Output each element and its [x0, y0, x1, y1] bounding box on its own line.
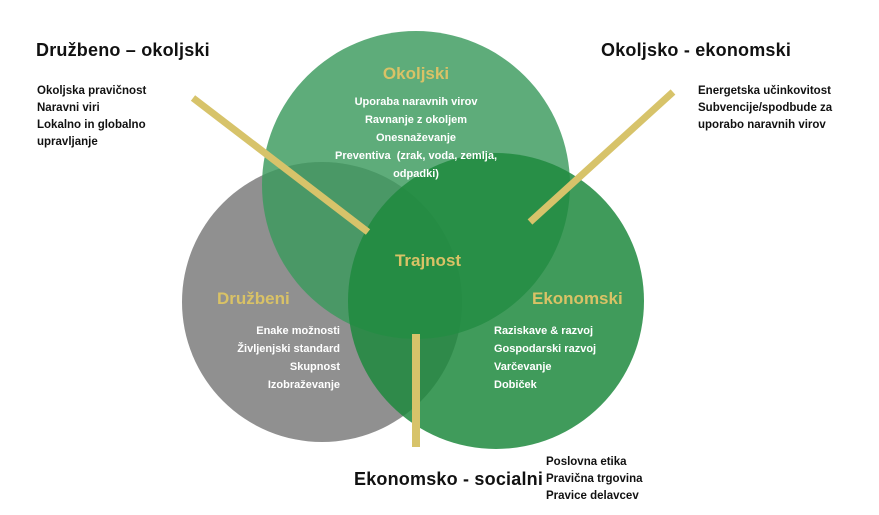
economic-circle [348, 153, 644, 449]
economic-item: Raziskave & razvoj [494, 325, 594, 337]
economic-title: Ekonomski [532, 289, 623, 308]
economic-item: Varčevanje [494, 361, 552, 373]
social-environmental-title: Družbeno – okoljski [36, 40, 210, 60]
economic-item: Gospodarski razvoj [494, 343, 597, 355]
environmental-list: Uporaba naravnih virov Ravnanje z okolje… [306, 93, 526, 183]
environmental-economic-item: Subvencije/spodbude za [698, 102, 833, 114]
social-item: Enake možnosti [256, 325, 340, 337]
social-item: Skupnost [289, 361, 340, 373]
social-environmental-item: Naravni viri [37, 102, 100, 114]
economic-social-item: Pravice delavcev [546, 490, 639, 502]
social-environmental-item: Okoljska pravičnost [37, 85, 147, 97]
social-environmental-item: Lokalno in globalno [37, 119, 146, 131]
social-environmental-list: Okoljska pravičnost Naravni viri Lokalno… [37, 83, 146, 151]
center-title: Trajnost [394, 251, 462, 270]
social-title: Družbeni [217, 289, 290, 308]
social-list: Enake možnosti Življenjski standard Skup… [200, 322, 340, 394]
economic-social-item: Poslovna etika [546, 456, 627, 468]
connector-social-environmental [190, 95, 371, 235]
economic-item: Dobiček [494, 379, 537, 391]
social-item: Življenjski standard [237, 343, 340, 355]
economic-social-title: Ekonomsko - socialni [354, 469, 544, 489]
environmental-economic-item: uporabo naravnih virov [698, 119, 826, 131]
environmental-item: odpadki) [393, 168, 439, 180]
environmental-item: Ravnanje z okoljem [364, 114, 468, 126]
environmental-item: Uporaba naravnih virov [354, 96, 478, 108]
environmental-economic-list: Energetska učinkovitost Subvencije/spodb… [698, 83, 832, 134]
environmental-item: Onesnaževanje [375, 132, 457, 144]
environmental-economic-item: Energetska učinkovitost [698, 85, 831, 97]
environmental-economic-title: Okoljsko - ekonomski [601, 40, 792, 60]
environmental-item: Preventiva (zrak, voda, zemlja, [334, 150, 498, 162]
social-environmental-item: upravljanje [37, 136, 98, 148]
connector-environmental-economic [527, 89, 676, 225]
environmental-title: Okoljski [382, 64, 450, 83]
economic-social-list: Poslovna etika Pravična trgovina Pravice… [546, 454, 643, 505]
economic-social-item: Pravična trgovina [546, 473, 643, 485]
economic-list: Raziskave & razvoj Gospodarski razvoj Va… [494, 322, 654, 394]
social-item: Izobraževanje [267, 379, 340, 391]
